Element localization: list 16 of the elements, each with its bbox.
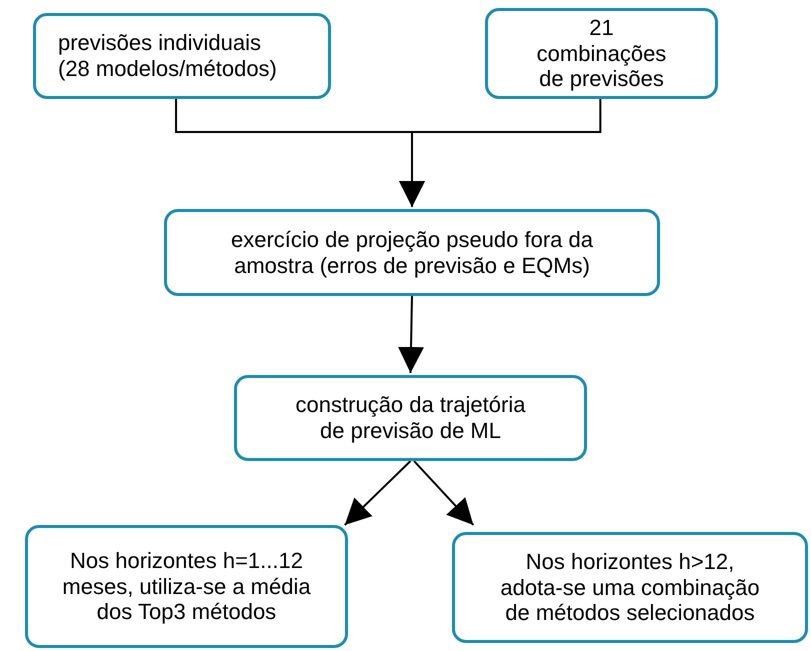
process-box — [234, 375, 587, 461]
arrow — [399, 99, 602, 207]
box-text: 21 combinações de previsões — [536, 14, 668, 92]
process-box — [164, 209, 660, 296]
process-box — [452, 532, 808, 643]
process-box — [33, 13, 331, 99]
box-text: previsões individuais (28 modelos/métodos) — [58, 30, 278, 82]
arrow — [398, 296, 424, 374]
box-text: Nos horizontes h>12, adota-se uma combinação de métodos selecionados — [499, 548, 761, 626]
arrow — [413, 460, 474, 526]
box-text: exercício de projeção pseudo fora da amostra (erros de previsão e EQMs) — [230, 226, 594, 278]
process-box — [25, 525, 348, 648]
box-text: Nos horizontes h=1...12 meses, utiliza-se a média dos Top3 métodos — [62, 548, 311, 626]
arrow — [344, 460, 412, 526]
box-text: construção da trajetória de previsão de ML — [294, 392, 526, 444]
process-box — [485, 8, 718, 99]
